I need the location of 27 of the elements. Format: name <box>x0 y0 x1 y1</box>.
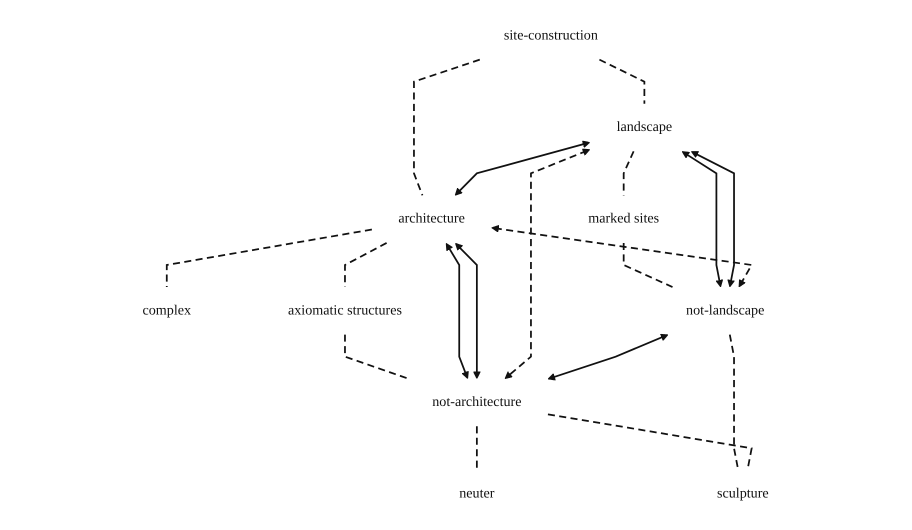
node-text: complex <box>142 302 192 318</box>
arrow <box>548 334 669 380</box>
connector <box>166 228 372 288</box>
connector <box>623 150 635 196</box>
arrow <box>455 140 591 196</box>
connector <box>476 426 478 470</box>
arrow <box>682 151 724 288</box>
diagram: site-construction landscape architecture complex marked sites axiomatic structures not-landscape not-architecture neuter sculpture <box>109 5 803 525</box>
node-text: not-landscape <box>686 302 765 318</box>
node-text: not-architecture <box>432 394 522 410</box>
node-text: neuter <box>460 486 495 502</box>
arrow <box>505 148 591 380</box>
connector <box>623 242 674 288</box>
connector <box>344 242 388 288</box>
arrow <box>691 151 736 288</box>
arrow <box>455 242 482 380</box>
node-text: site-construction <box>504 28 598 43</box>
arrow <box>492 224 754 288</box>
connector <box>413 58 480 196</box>
node-text: marked sites <box>588 211 660 226</box>
node-text: sculpture <box>717 486 770 502</box>
node-text: axiomatic structures <box>288 302 402 318</box>
connector <box>599 58 646 104</box>
node-text: landscape <box>616 120 673 135</box>
arrow <box>446 242 470 380</box>
connector <box>344 334 410 380</box>
node-text: architecture <box>398 211 466 226</box>
